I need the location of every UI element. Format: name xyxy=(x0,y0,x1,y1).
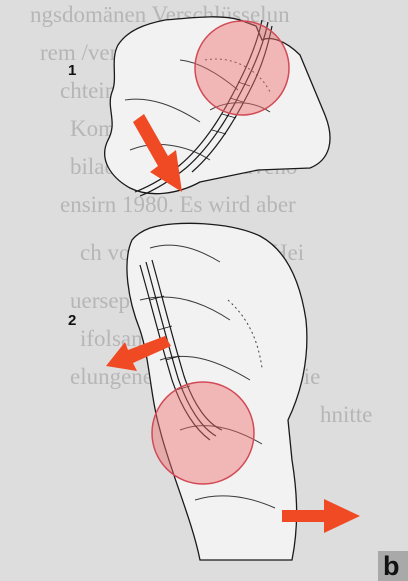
highlight-circle-view1 xyxy=(195,21,289,115)
view-label-2: 2 xyxy=(68,312,76,329)
panel-label-box: b xyxy=(378,551,408,581)
panel-letter: b xyxy=(383,551,400,581)
highlight-circle-view2 xyxy=(152,382,254,484)
view-label-1: 1 xyxy=(68,62,76,79)
